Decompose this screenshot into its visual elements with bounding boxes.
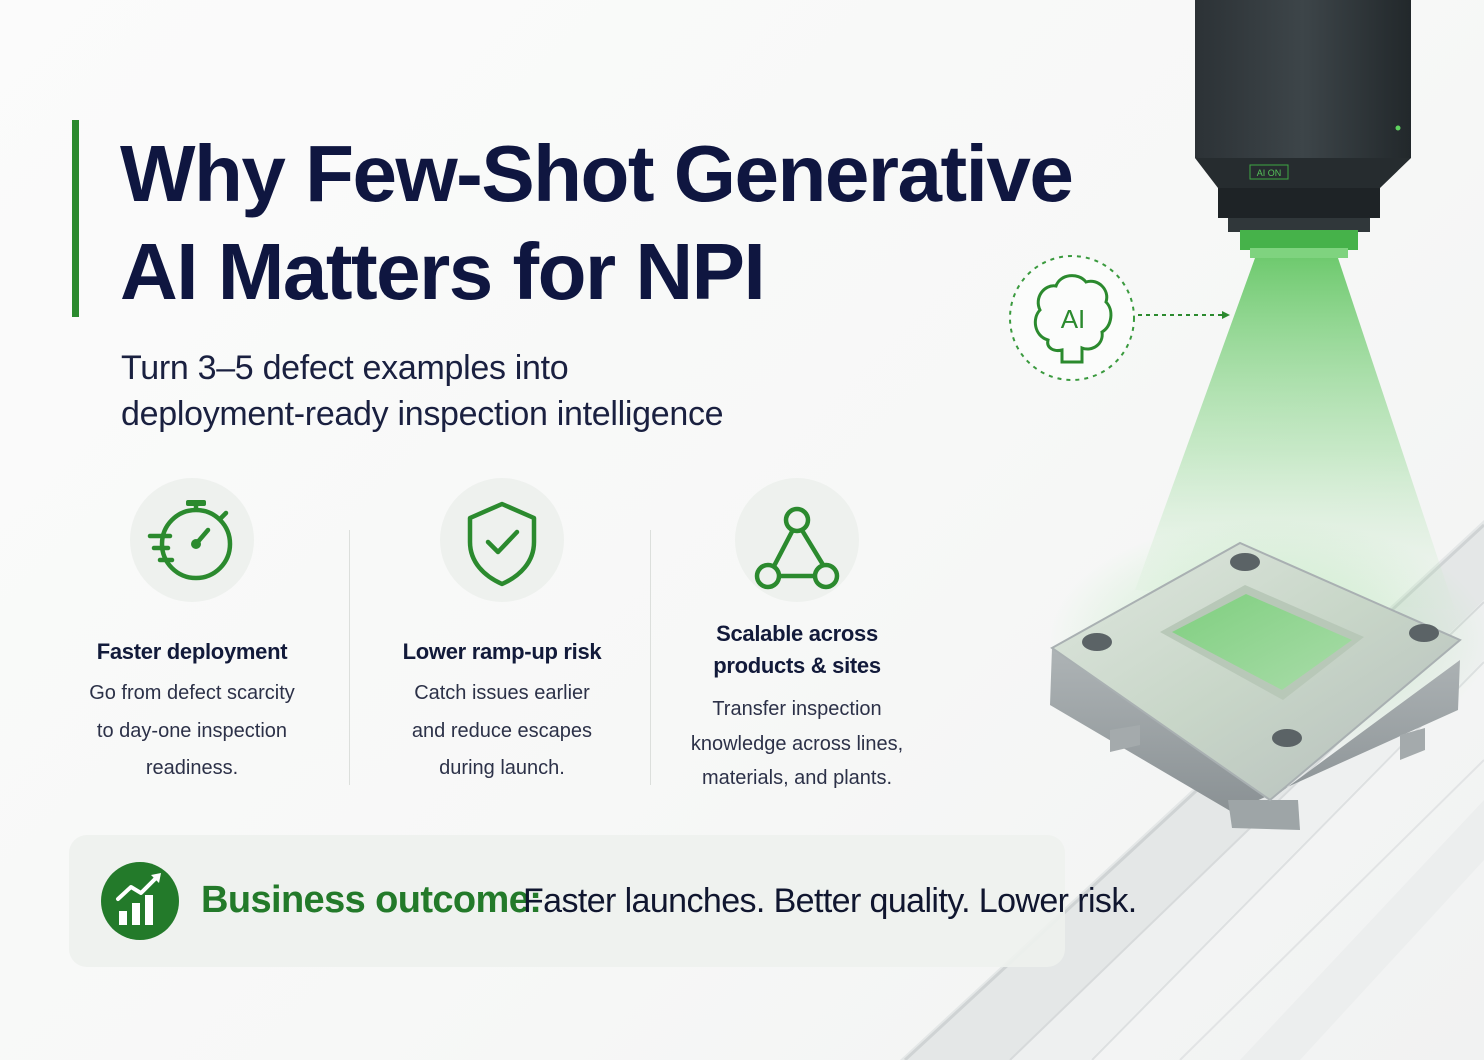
benefit-body-line: readiness. [145, 757, 239, 779]
ai-brain-bubble: AI [1009, 255, 1230, 381]
light-beam [1135, 258, 1455, 610]
benefit-body: Catch issues earlier and reduce escapes … [357, 675, 647, 788]
subtitle-line-2: deployment-ready inspection intelligence [121, 395, 724, 433]
benefit-title-line: Scalable across [716, 621, 878, 646]
inspection-camera: AI ON [1195, 0, 1411, 258]
title-accent-bar [72, 120, 79, 317]
benefit-icon-circle [735, 478, 859, 602]
benefit-scalable: Scalable across products & sites Transfe… [652, 478, 942, 796]
benefit-body: Go from defect scarcity to day-one inspe… [47, 675, 337, 788]
benefit-title-line: products & sites [713, 653, 881, 678]
benefit-body-line: Go from defect scarcity [89, 682, 295, 704]
outcome-label: Business outcome: [201, 879, 542, 921]
subtitle-line-1: Turn 3–5 defect examples into [121, 349, 569, 387]
machined-part [1050, 541, 1462, 830]
benefit-body-line: to day-one inspection [96, 719, 288, 742]
benefit-title-line: Faster deployment [96, 639, 288, 664]
benefit-title: Scalable across products & sites [652, 618, 942, 682]
page-subtitle: Turn 3–5 defect examples into deployment… [121, 345, 724, 437]
benefit-body-line: and reduce escapes [411, 719, 593, 742]
benefit-body: Transfer inspection knowledge across lin… [652, 692, 942, 796]
growth-chart-icon [101, 862, 179, 940]
network-nodes-icon [754, 506, 840, 590]
benefit-title-line: Lower ramp-up risk [402, 639, 602, 664]
column-divider [349, 530, 350, 785]
benefit-title: Faster deployment [47, 636, 337, 668]
ai-bubble-label: AI [1061, 304, 1086, 334]
title-line-1: Why Few-Shot Generative [120, 129, 1074, 218]
benefit-body-line: during launch. [439, 757, 565, 779]
title-line-2: AI Matters for NPI [120, 227, 766, 316]
arrow-right-icon [1222, 311, 1230, 319]
benefit-body-line: Transfer inspection [712, 698, 882, 720]
shield-check-icon [467, 501, 537, 587]
benefit-title: Lower ramp-up risk [357, 636, 647, 668]
benefit-icon-circle [130, 478, 254, 602]
page-title: Why Few-Shot Generative AI Matters for N… [120, 125, 1100, 321]
business-outcome-bar: Business outcome: Faster launches. Bette… [69, 835, 1137, 967]
benefit-icon-circle [440, 478, 564, 602]
benefit-body-line: Catch issues earlier [414, 682, 590, 704]
benefit-faster-deployment: Faster deployment Go from defect scarcit… [47, 478, 337, 788]
benefit-body-line: materials, and plants. [701, 767, 893, 789]
stopwatch-speed-icon [147, 500, 233, 581]
benefit-body-line: knowledge across lines, [690, 732, 904, 755]
brain-icon [1033, 274, 1113, 364]
outcome-text: Faster launches. Better quality. Lower r… [523, 882, 1137, 920]
camera-badge: AI ON [1257, 168, 1282, 178]
benefit-lower-risk: Lower ramp-up risk Catch issues earlier … [357, 478, 647, 788]
column-divider [650, 530, 651, 785]
